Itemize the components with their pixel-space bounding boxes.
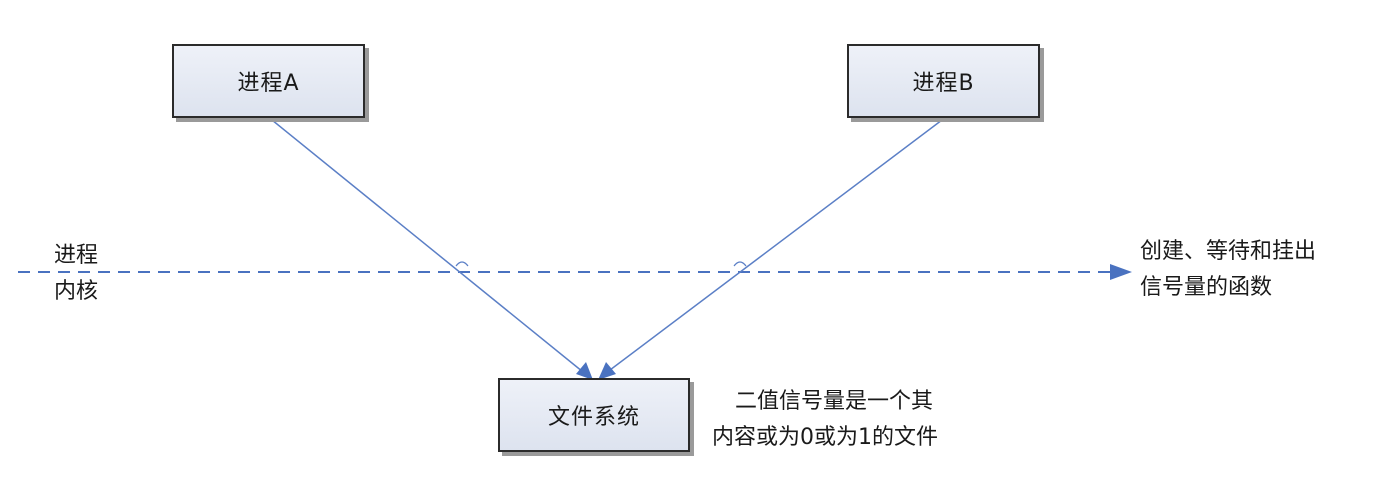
filesystem-box: 文件系统 — [498, 378, 690, 452]
binary-semaphore-note-line2: 内容或为0或为1的文件 — [712, 425, 938, 450]
kernel-boundary-arrowhead — [1110, 264, 1132, 280]
connector-b-to-fs — [601, 119, 943, 377]
process-b-label: 进程B — [912, 71, 975, 96]
process-b-box: 进程B — [847, 44, 1040, 118]
arrowhead-a — [576, 362, 593, 380]
process-a-box: 进程A — [172, 44, 365, 118]
crossing-hop-a — [455, 261, 469, 267]
connector-a-to-fs — [271, 119, 589, 377]
process-a-label: 进程A — [237, 71, 300, 96]
semaphore-functions-note-line2: 信号量的函数 — [1140, 275, 1273, 300]
filesystem-label: 文件系统 — [547, 405, 640, 430]
kernel-space-label: 内核 — [54, 279, 99, 304]
user-space-label: 进程 — [54, 243, 99, 268]
semaphore-functions-note-line1: 创建、等待和挂出 — [1140, 239, 1317, 264]
binary-semaphore-note-line1: 二值信号量是一个其 — [735, 389, 934, 414]
arrowhead-b — [598, 362, 616, 380]
crossing-hop-b — [733, 261, 747, 267]
